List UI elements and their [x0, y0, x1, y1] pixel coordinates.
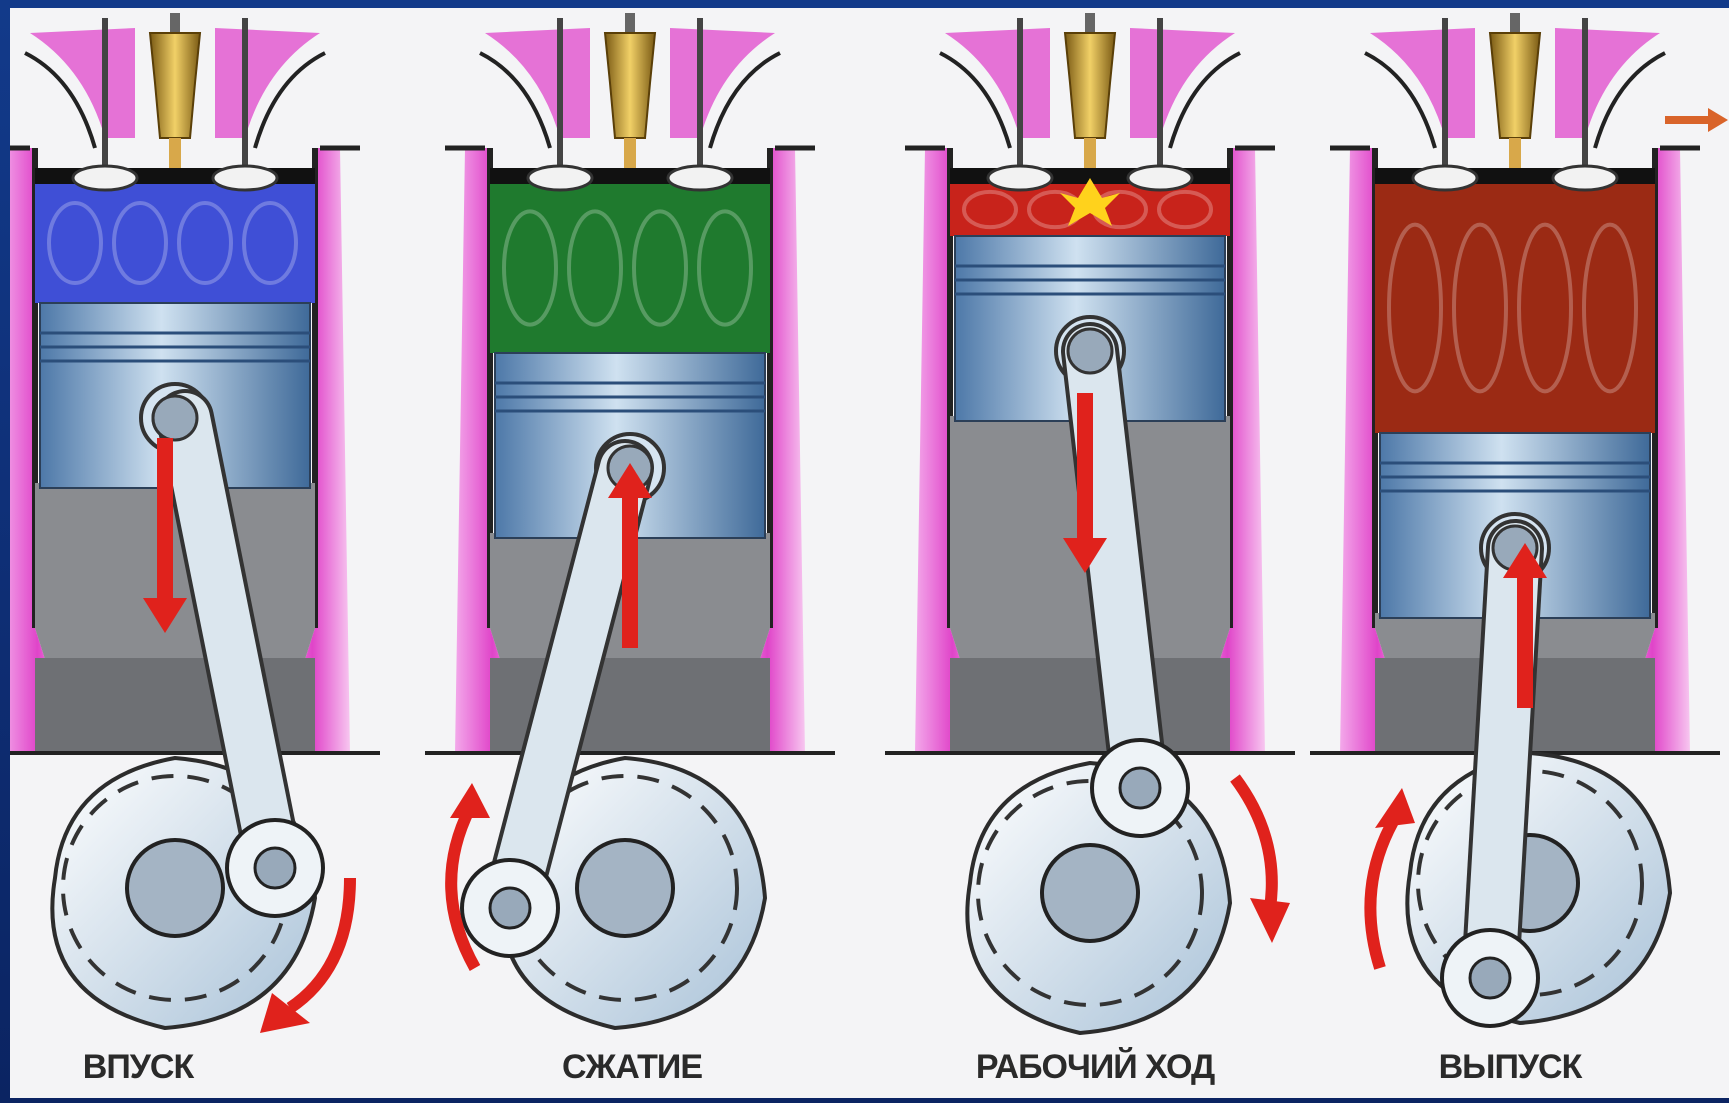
- exhaust-port: [1555, 28, 1660, 138]
- crankshaft: [577, 840, 673, 936]
- stroke-unit-3: [885, 13, 1295, 1033]
- crank-pin: [1120, 768, 1160, 808]
- exhaust-port: [670, 28, 775, 138]
- intake-port: [1370, 28, 1475, 138]
- rotation-arrow-exhaust-head: [1375, 788, 1415, 828]
- valve-icon: [1413, 166, 1477, 190]
- spark-plug-wire: [1085, 13, 1095, 33]
- small-end: [1068, 329, 1112, 373]
- intake-port: [485, 28, 590, 138]
- intake-port: [945, 28, 1050, 138]
- valve-icon: [1553, 166, 1617, 190]
- spark-plug-tip: [624, 138, 636, 168]
- rotation-arrow-power-head: [1250, 898, 1290, 943]
- exhaust-port: [1130, 28, 1235, 138]
- stroke-label-exhaust: ВЫПУСК: [1439, 1048, 1582, 1087]
- gas-chamber: [490, 183, 770, 353]
- spark-plug-icon: [605, 33, 655, 138]
- crankcase-lower: [950, 658, 1230, 753]
- rotation-arrow-compression-head: [450, 783, 490, 818]
- gas-chamber: [1375, 183, 1655, 433]
- stroke-unit-2: [425, 13, 835, 1028]
- diagram-panel: ВПУСК СЖАТИЕ РАБОЧИЙ ХОД ВЫПУСК: [10, 8, 1729, 1098]
- stroke-label-compression: СЖАТИЕ: [562, 1048, 702, 1087]
- crankshaft: [1042, 845, 1138, 941]
- valve-icon: [1128, 166, 1192, 190]
- rotation-arrow-power: [1235, 778, 1272, 908]
- spark-plug-wire: [1510, 13, 1520, 33]
- stroke-label-power: РАБОЧИЙ ХОД: [976, 1048, 1214, 1087]
- four-stroke-engine-diagram: [10, 8, 1729, 1098]
- valve-icon: [528, 166, 592, 190]
- valve-icon: [73, 166, 137, 190]
- crankshaft: [127, 840, 223, 936]
- valve-icon: [213, 166, 277, 190]
- intake-port: [30, 28, 135, 138]
- stroke-unit-1: [10, 13, 380, 1028]
- spark-plug-wire: [170, 13, 180, 33]
- crank-pin: [255, 848, 295, 888]
- exhaust-arrow-icon: [1708, 108, 1728, 132]
- spark-plug-tip: [1084, 138, 1096, 168]
- gas-chamber: [35, 183, 315, 303]
- spark-plug-icon: [1065, 33, 1115, 138]
- spark-plug-tip: [169, 138, 181, 168]
- spark-plug-tip: [1509, 138, 1521, 168]
- small-end: [153, 396, 197, 440]
- exhaust-port: [215, 28, 320, 138]
- valve-icon: [988, 166, 1052, 190]
- rotation-arrow-exhaust: [1370, 818, 1395, 968]
- crank-pin: [1470, 958, 1510, 998]
- stroke-label-intake: ВПУСК: [83, 1048, 193, 1087]
- crank-pin: [490, 888, 530, 928]
- valve-icon: [668, 166, 732, 190]
- spark-plug-wire: [625, 13, 635, 33]
- connecting-rod: [1490, 548, 1515, 978]
- spark-plug-icon: [1490, 33, 1540, 138]
- spark-plug-icon: [150, 33, 200, 138]
